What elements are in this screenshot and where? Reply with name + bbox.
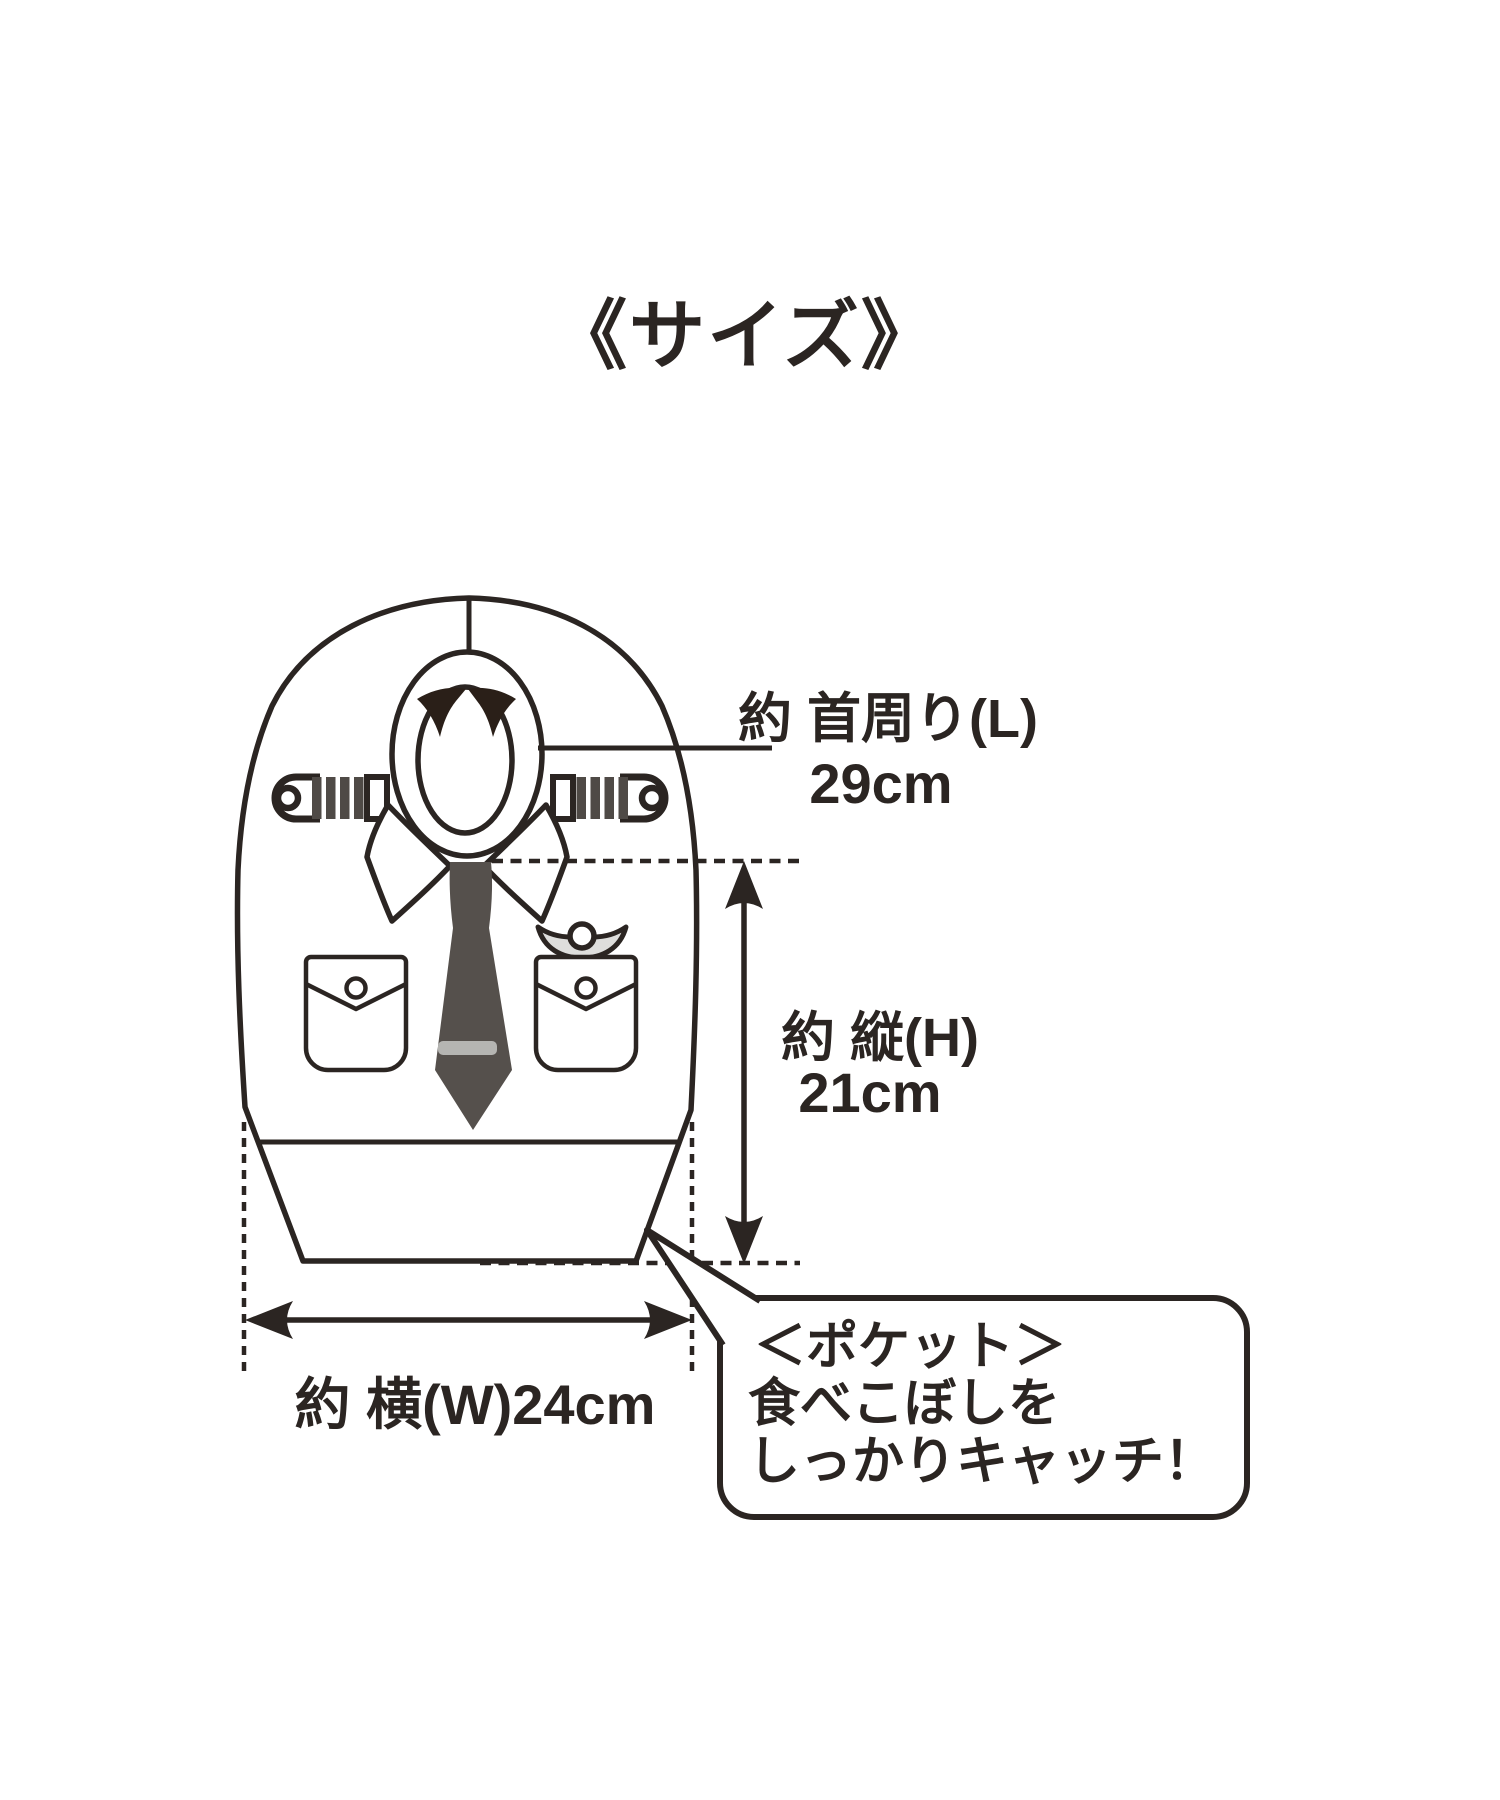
- left-collar-lapel: [364, 802, 453, 924]
- height-dimension-label: 約 縦(H): [781, 1008, 979, 1068]
- width-dimension-annotation: 約 横(W)24cm: [241, 1122, 695, 1436]
- tie-clip: [438, 1041, 497, 1055]
- height-arrow-head-bottom: [725, 1216, 763, 1264]
- left-pocket-button: [344, 976, 368, 1000]
- right-pocket-button: [574, 976, 598, 1000]
- right-epaulette: [550, 773, 669, 823]
- callout-line-3: しっかりキャッチ！: [748, 1433, 1216, 1491]
- height-dimension-annotation: 約 縦(H) 21cm: [480, 858, 979, 1266]
- neck-dimension-value: 29cm: [809, 752, 952, 815]
- neck-dimension-annotation: 約 首周り(L) 29cm: [538, 689, 1038, 815]
- pocket-callout-bubble: ＜ポケット＞ 食べこぼしを しっかりキャッチ！: [644, 1227, 1250, 1520]
- width-arrow-head-right: [644, 1301, 692, 1339]
- right-collar-lapel: [481, 802, 570, 924]
- right-chest-pocket: [533, 954, 639, 1073]
- left-epaulette-button: [274, 784, 302, 812]
- neck-dimension-label: 約 首周り(L): [738, 689, 1038, 749]
- callout-line-1: ＜ポケット＞: [754, 1318, 1066, 1376]
- callout-pointer-outline: [644, 1227, 762, 1347]
- bib-illustration: [234, 595, 700, 1264]
- necktie: [435, 862, 512, 1130]
- height-dimension-value: 21cm: [798, 1061, 941, 1124]
- right-epaulette-button: [638, 784, 666, 812]
- left-epaulette: [271, 773, 390, 823]
- callout-bubble-box: [717, 1295, 1250, 1520]
- left-chest-pocket: [303, 954, 409, 1073]
- callout-pointer-fill: [647, 1230, 760, 1345]
- callout-line-2: 食べこぼしを: [748, 1375, 1060, 1433]
- width-dimension-label: 約 横(W)24cm: [295, 1373, 656, 1436]
- width-arrow-head-left: [245, 1301, 293, 1339]
- height-arrow-head-top: [725, 861, 763, 909]
- tear-notch-arrows: [417, 687, 516, 737]
- page-title: 《サイズ》: [551, 294, 939, 379]
